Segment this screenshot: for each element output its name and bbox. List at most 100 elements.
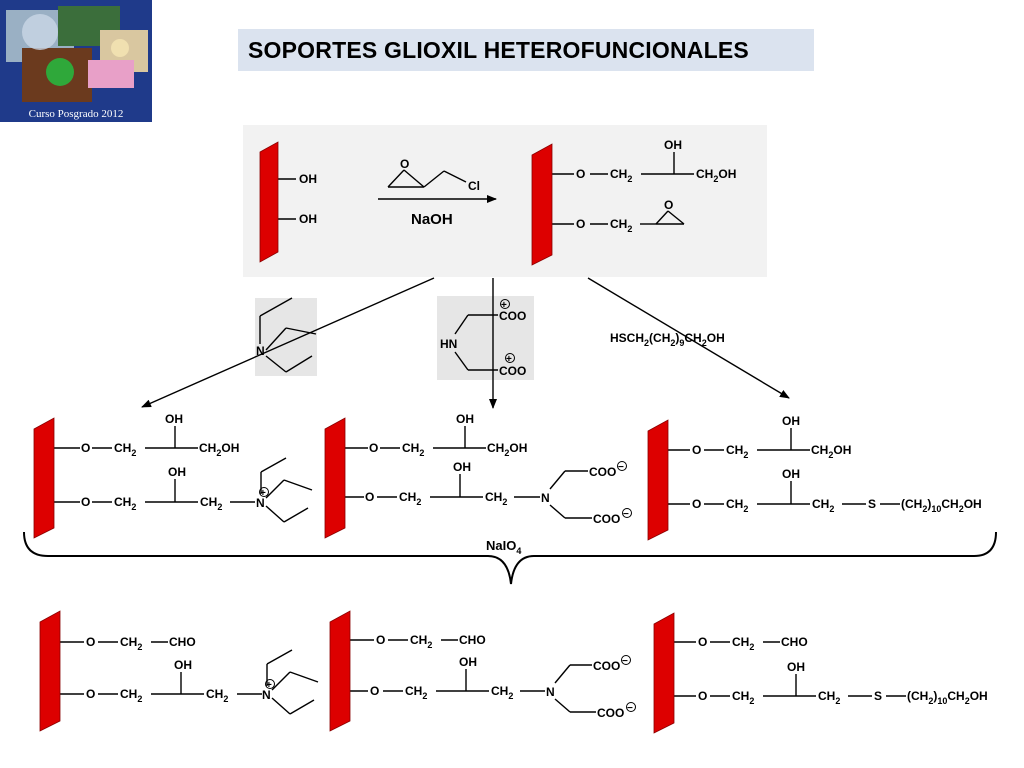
course-logo: Curso Posgrado 2012 xyxy=(0,0,152,122)
subscript-2: 2 xyxy=(137,694,142,704)
subscript-2: 2 xyxy=(502,497,507,507)
ch2oh-label: CH xyxy=(941,497,958,511)
subscript-2: 2 xyxy=(217,502,222,512)
hydroxyl-label: OH xyxy=(664,138,682,152)
ch2-label: CH xyxy=(732,689,749,703)
svg-text:CH2: CH2 xyxy=(812,497,834,514)
paren-label: (CH xyxy=(907,689,928,703)
ch2-label: CH xyxy=(491,684,508,698)
svg-text:CH2: CH2 xyxy=(732,689,754,706)
oxygen-label: O xyxy=(692,443,701,457)
ammonium-nitrogen-label: N xyxy=(256,496,265,510)
hydroxyl-label: OH xyxy=(782,414,800,428)
charge-label: − xyxy=(622,656,628,667)
oxygen-label: O xyxy=(370,684,379,698)
ch2-label: CH xyxy=(402,441,419,455)
hydroxyl-label: OH xyxy=(299,212,317,226)
carboxylate-label: COO xyxy=(597,706,624,720)
amine-nitrogen-label: N xyxy=(541,491,550,505)
support-plate-mid-right xyxy=(647,419,669,541)
svg-text:CH2: CH2 xyxy=(610,167,632,184)
hydroxyl-label: OH xyxy=(459,655,477,669)
subscript-2: 2 xyxy=(504,448,509,458)
ch2oh-label: CH xyxy=(199,441,216,455)
subscript-2: 2 xyxy=(959,504,964,514)
subscript-2: 2 xyxy=(928,696,933,706)
epoxide-oxygen-label: O xyxy=(400,157,409,171)
svg-text:CH2: CH2 xyxy=(399,490,421,507)
oxygen-label: O xyxy=(365,490,374,504)
ch2oh-label: CH xyxy=(696,167,713,181)
svg-text:CH2: CH2 xyxy=(405,684,427,701)
ammonium-nitrogen-label: N xyxy=(262,688,271,702)
support-plate-top-left xyxy=(259,141,279,263)
subscript-10: 10 xyxy=(931,504,941,514)
oxygen-label: O xyxy=(576,167,585,181)
subscript-2: 2 xyxy=(627,224,632,234)
ch2-label: CH xyxy=(206,687,223,701)
oxygen-label: O xyxy=(698,635,707,649)
support-plate-bottom-left xyxy=(39,610,61,732)
paren-label: (CH xyxy=(901,497,922,511)
activation-panel xyxy=(243,125,767,277)
title-box: SOPORTES GLIOXIL HETEROFUNCIONALES xyxy=(238,29,814,71)
ch2-label: CH xyxy=(114,495,131,509)
carboxylate-label: COO xyxy=(593,659,620,673)
ch2-label: CH xyxy=(485,490,502,504)
subscript-2: 2 xyxy=(137,642,142,652)
subscript-9: 9 xyxy=(679,338,684,348)
svg-text:NaIO4: NaIO4 xyxy=(486,538,521,556)
subscript-2: 2 xyxy=(743,504,748,514)
oh-tail-label: OH xyxy=(718,167,736,181)
svg-text:(CH2)10CH2OH: (CH2)10CH2OH xyxy=(901,497,982,514)
svg-text:CH2: CH2 xyxy=(726,497,748,514)
oh-tail-label: OH xyxy=(509,441,527,455)
charge-label: − xyxy=(623,509,629,520)
hydroxyl-label: OH xyxy=(787,660,805,674)
ch2-label: CH xyxy=(410,633,427,647)
subscript-2: 2 xyxy=(422,691,427,701)
svg-text:CH2: CH2 xyxy=(206,687,228,704)
ch2-label: CH xyxy=(726,497,743,511)
subscript-2: 2 xyxy=(749,696,754,706)
svg-text:CH2: CH2 xyxy=(200,495,222,512)
naio4-label: NaIO xyxy=(486,538,516,553)
subscript-2: 2 xyxy=(131,448,136,458)
close-paren-label: ) xyxy=(933,689,937,703)
subscript-2: 2 xyxy=(828,450,833,460)
ch2-label: CH xyxy=(399,490,416,504)
svg-text:CH2: CH2 xyxy=(120,687,142,704)
carboxylate-label: COO xyxy=(589,465,616,479)
ch2-label: CH xyxy=(120,635,137,649)
ch2oh-label: CH xyxy=(684,331,701,345)
ch2-label: CH xyxy=(732,635,749,649)
ch2-label: CH xyxy=(610,167,627,181)
hydroxyl-label: OH xyxy=(782,467,800,481)
svg-text:CH2OH: CH2OH xyxy=(696,167,736,184)
triethylamine-box xyxy=(255,298,317,376)
svg-text:CH2: CH2 xyxy=(120,635,142,652)
epoxide-oxygen-label: O xyxy=(664,198,673,212)
carboxylate-label: COO xyxy=(499,309,526,323)
ch2oh-label: CH xyxy=(811,443,828,457)
oh-tail-label: OH xyxy=(964,497,982,511)
oxygen-label: O xyxy=(376,633,385,647)
subscript-2: 2 xyxy=(749,642,754,652)
svg-text:CH2: CH2 xyxy=(818,689,840,706)
ch2-label: CH xyxy=(610,217,627,231)
subscript-2: 2 xyxy=(829,504,834,514)
close-paren-label: ) xyxy=(927,497,931,511)
subscript-2: 2 xyxy=(743,450,748,460)
subscript-2: 2 xyxy=(416,497,421,507)
subscript-2: 2 xyxy=(627,174,632,184)
hydroxyl-label: OH xyxy=(165,412,183,426)
oxygen-label: O xyxy=(81,441,90,455)
oxygen-label: O xyxy=(698,689,707,703)
svg-text:HSCH2(CH2)9CH2OH: HSCH2(CH2)9CH2OH xyxy=(610,331,725,348)
subscript-2: 2 xyxy=(702,338,707,348)
subscript-2: 2 xyxy=(835,696,840,706)
oh-tail-label: OH xyxy=(970,689,988,703)
iminodiacetate-box xyxy=(437,296,534,380)
ch2-label: CH xyxy=(114,441,131,455)
svg-text:CH2: CH2 xyxy=(610,217,632,234)
